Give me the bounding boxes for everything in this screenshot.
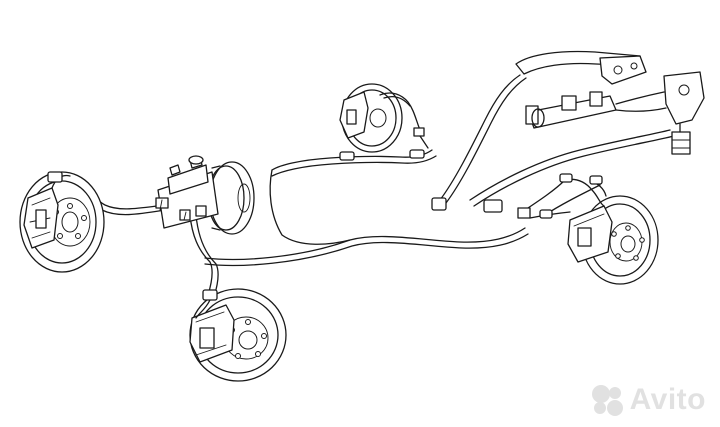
avito-logo-icon [591,385,623,416]
parking-brake-lever [515,50,705,155]
rear-right-disc-brake [539,173,659,285]
front-right-disc-brake [189,288,287,382]
proportioning-valve [431,91,667,219]
front-left-disc-brake [19,171,105,273]
master-cylinder-booster [155,155,255,235]
watermark-text: Avito [629,383,706,416]
avito-watermark: Avito [590,383,706,417]
rear-left-disc-brake [339,83,429,161]
